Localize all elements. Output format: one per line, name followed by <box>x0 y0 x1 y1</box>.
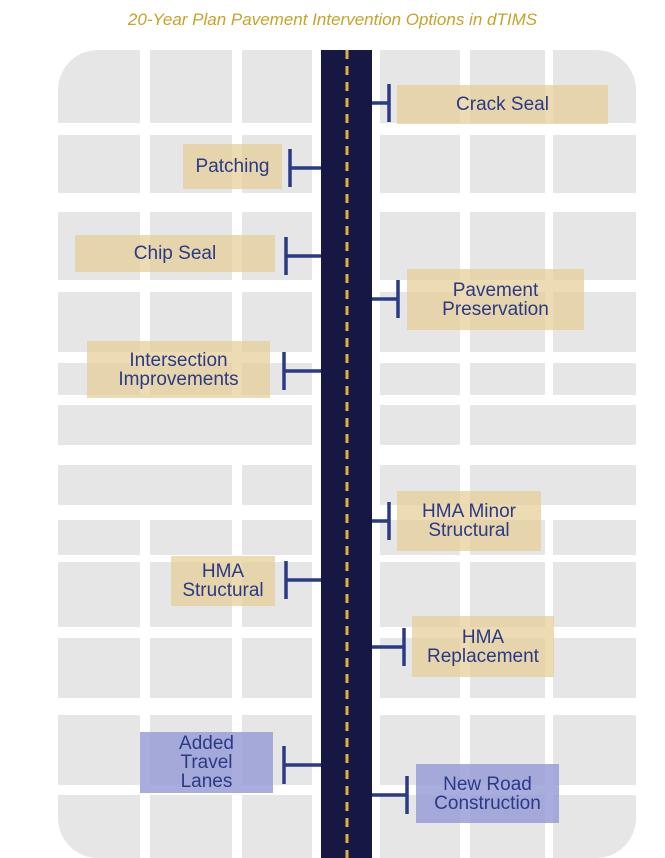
intervention-label: Intersection Improvements <box>118 349 239 390</box>
diagram-title: 20-Year Plan Pavement Intervention Optio… <box>127 10 538 29</box>
intervention-label: Patching <box>195 156 270 177</box>
intervention-new-road-construction: New Road Construction <box>416 764 559 823</box>
intervention-crack-seal: Crack Seal <box>397 85 608 124</box>
intervention-label: HMA Minor Structural <box>422 501 516 541</box>
connectors <box>282 84 409 814</box>
intervention-label: Added Travel Lanes <box>179 733 234 792</box>
intervention-pavement-preservation: Pavement Preservation <box>407 269 584 330</box>
intervention-label: HMA Structural <box>182 561 264 601</box>
intervention-hma-minor-structural: HMA Minor Structural <box>397 491 541 551</box>
intervention-hma-replacement: HMA Replacement <box>412 616 554 677</box>
intervention-label: Crack Seal <box>456 94 549 115</box>
intervention-label: Chip Seal <box>133 243 217 264</box>
intervention-intersection-improvements: Intersection Improvements <box>87 341 270 398</box>
intervention-label: HMA Replacement <box>427 626 539 667</box>
intervention-added-travel-lanes: Added Travel Lanes <box>140 732 273 793</box>
intervention-label: Pavement Preservation <box>442 279 549 320</box>
intervention-chip-seal: Chip Seal <box>75 235 275 272</box>
intervention-patching: Patching <box>183 144 282 189</box>
intervention-hma-structural: HMA Structural <box>171 556 275 606</box>
intervention-label: New Road Construction <box>434 773 541 814</box>
